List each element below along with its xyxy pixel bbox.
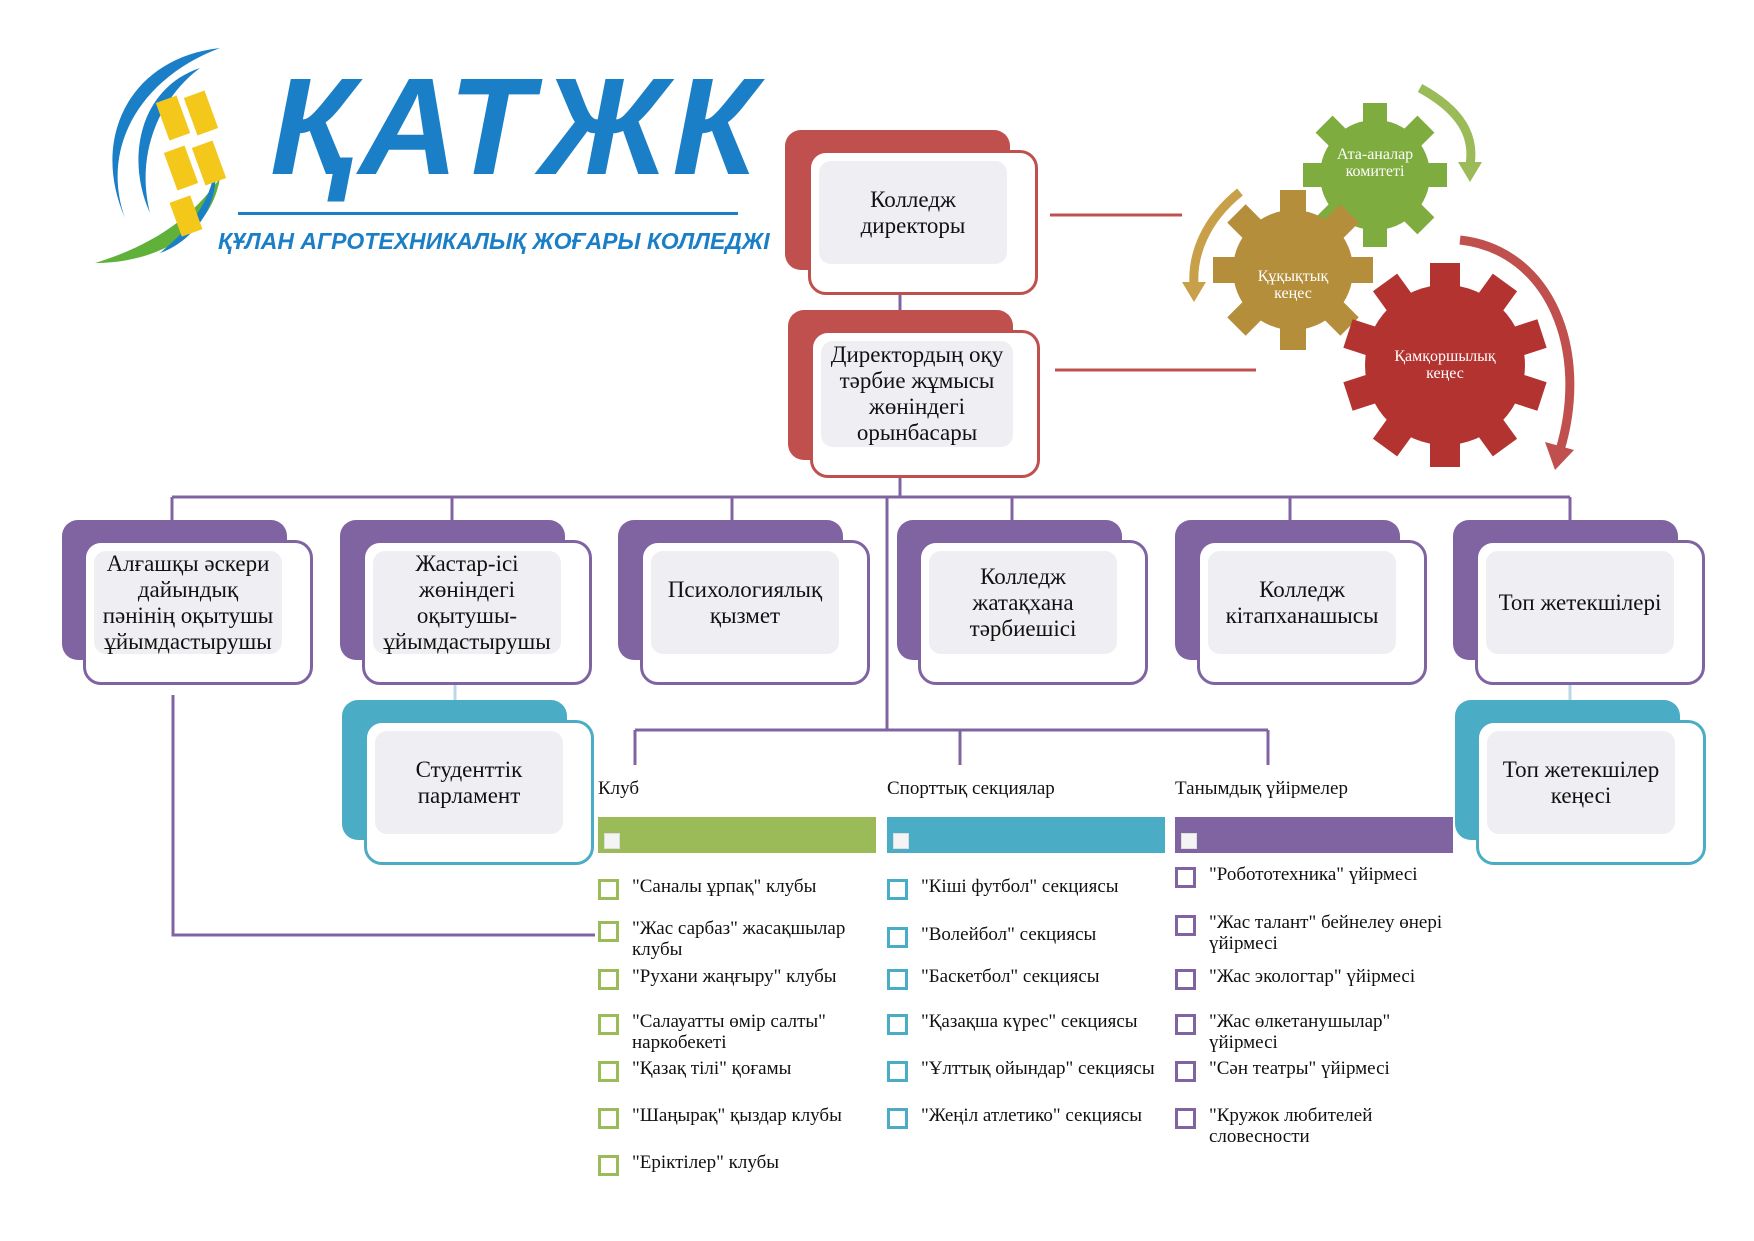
- checkbox-icon: [1175, 969, 1196, 990]
- column-header-bar-club: [598, 817, 876, 853]
- unit-box-youth: Жастар-ісі жөніндегі оқытушы-ұйымдастыру…: [362, 540, 592, 685]
- gears-graphic: [1182, 84, 1575, 470]
- checkbox-icon: [887, 927, 908, 948]
- group-leaders-council-box: Топ жетекшілер кеңесі: [1476, 720, 1706, 865]
- director-box: Колледж директоры: [808, 150, 1038, 295]
- unit-label: Алғашқы әскери дайындық пәнінің оқытушы …: [94, 551, 282, 654]
- list-item-label: "Кружок любителей словесности: [1209, 1105, 1373, 1147]
- checkbox-icon: [598, 1014, 619, 1035]
- checkbox-icon: [887, 1108, 908, 1129]
- column-header-bar-cognitive: [1175, 817, 1453, 853]
- checkbox-icon: [598, 921, 619, 942]
- checkbox-icon: [893, 833, 909, 849]
- green-arrow-icon: [1417, 84, 1476, 166]
- list-item-label: "Жеңіл атлетико" секциясы: [921, 1105, 1142, 1126]
- column-title-club: Клуб: [598, 778, 640, 799]
- checkbox-icon: [887, 879, 908, 900]
- list-item-label: "Сән театры" үйірмесі: [1209, 1058, 1390, 1079]
- gear-label-trustees: Қамқоршылық кеңес: [1394, 348, 1496, 382]
- logo-title: ҚАТЖК: [270, 50, 762, 204]
- unit-label: Топ жетекшілері: [1486, 551, 1674, 654]
- gear-label-parents: Ата-аналар комитеті: [1336, 146, 1414, 180]
- group-leaders-council-label: Топ жетекшілер кеңесі: [1487, 731, 1675, 834]
- unit-label: Колледж кітапханашысы: [1208, 551, 1396, 654]
- unit-box-military: Алғашқы әскери дайындық пәнінің оқытушы …: [83, 540, 313, 685]
- checkbox-icon: [887, 969, 908, 990]
- checkbox-icon: [604, 833, 620, 849]
- logo-subtitle: ҚҰЛАН АГРОТЕХНИКАЛЫҚ ЖОҒАРЫ КОЛЛЕДЖІ: [218, 228, 770, 254]
- list-item-label: "Баскетбол" секциясы: [921, 966, 1100, 987]
- gear-label-legal: Құқықтық кеңес: [1257, 268, 1329, 302]
- list-item-label: "Саналы ұрпақ" клубы: [632, 876, 817, 897]
- deputy-label: Директордың оқу тәрбие жұмысы жөніндегі …: [821, 341, 1013, 447]
- list-item-label: "Жас экологтар" үйірмесі: [1209, 966, 1416, 987]
- column-header-bar-sports: [887, 817, 1165, 853]
- checkbox-icon: [1175, 1061, 1196, 1082]
- student-parliament-label: Студенттік парламент: [375, 731, 563, 834]
- unit-box-psychology: Психологиялық қызмет: [640, 540, 870, 685]
- column-title-cognitive: Танымдық үйірмелер: [1175, 778, 1348, 799]
- deputy-box: Директордың оқу тәрбие жұмысы жөніндегі …: [810, 330, 1040, 478]
- checkbox-icon: [1175, 1108, 1196, 1129]
- checkbox-icon: [1175, 867, 1196, 888]
- unit-label: Колледж жатақхана тәрбиешісі: [929, 551, 1117, 654]
- checkbox-icon: [598, 969, 619, 990]
- list-item-label: "Робототехника" үйірмесі: [1209, 864, 1418, 885]
- gold-arrow-icon: [1189, 188, 1243, 286]
- logo-emblem-icon: [95, 48, 227, 263]
- unit-label: Жастар-ісі жөніндегі оқытушы-ұйымдастыру…: [373, 551, 561, 654]
- logo-underline: [238, 212, 738, 215]
- unit-box-dormitory: Колледж жатақхана тәрбиешісі: [918, 540, 1148, 685]
- checkbox-icon: [887, 1061, 908, 1082]
- list-item-label: "Қазақ тілі" қоғамы: [632, 1058, 792, 1079]
- unit-box-group-leaders: Топ жетекшілері: [1475, 540, 1705, 685]
- list-item-label: "Жас талант" бейнелеу өнері үйірмесі: [1209, 912, 1443, 954]
- list-item-label: "Еріктілер" клубы: [632, 1152, 780, 1173]
- list-item-label: "Ұлттық ойындар" секциясы: [921, 1058, 1155, 1079]
- director-label: Колледж директоры: [819, 161, 1007, 264]
- red-arrow-icon: [1459, 235, 1575, 452]
- checkbox-icon: [887, 1014, 908, 1035]
- checkbox-icon: [1175, 915, 1196, 936]
- list-item-label: "Рухани жаңғыру" клубы: [632, 966, 837, 987]
- unit-box-library: Колледж кітапханашысы: [1197, 540, 1427, 685]
- unit-label: Психологиялық қызмет: [651, 551, 839, 654]
- checkbox-icon: [598, 1155, 619, 1176]
- checkbox-icon: [598, 879, 619, 900]
- checkbox-icon: [598, 1061, 619, 1082]
- checkbox-icon: [1175, 1014, 1196, 1035]
- list-item-label: "Салауатты өмір салты" наркобекеті: [632, 1011, 826, 1053]
- list-item-label: "Қазақша күрес" секциясы: [921, 1011, 1138, 1032]
- list-item-label: "Волейбол" секциясы: [921, 924, 1097, 945]
- student-parliament-box: Студенттік парламент: [364, 720, 594, 865]
- list-item-label: "Жас сарбаз" жасақшылар клубы: [632, 918, 846, 960]
- column-title-sports: Спорттық секциялар: [887, 778, 1055, 799]
- checkbox-icon: [1181, 833, 1197, 849]
- list-item-label: "Кіші футбол" секциясы: [921, 876, 1119, 897]
- list-item-label: "Шаңырақ" қыздар клубы: [632, 1105, 842, 1126]
- list-item-label: "Жас өлкетанушылар" үйірмесі: [1209, 1011, 1391, 1053]
- checkbox-icon: [598, 1108, 619, 1129]
